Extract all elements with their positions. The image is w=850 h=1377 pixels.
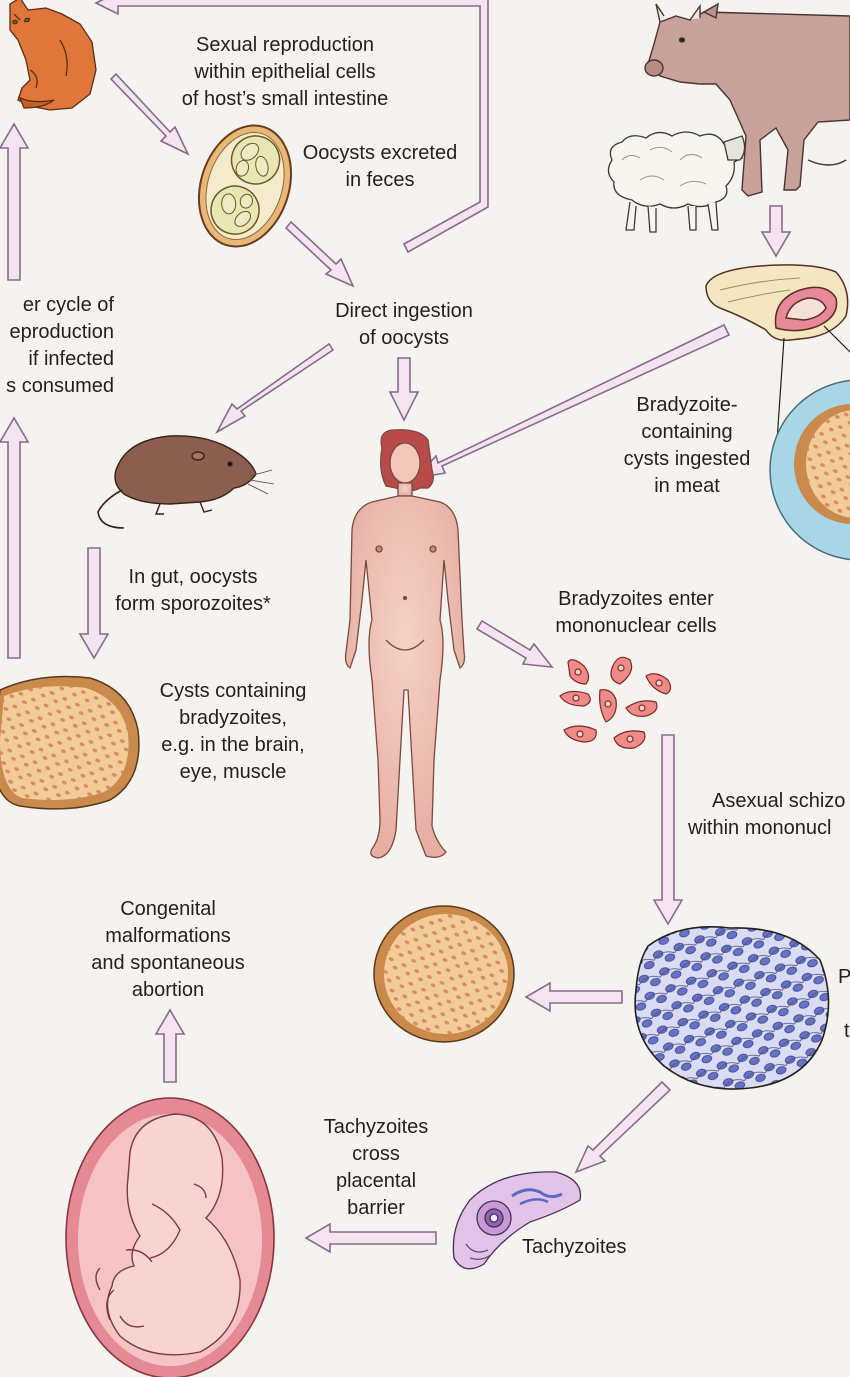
arrow-ingestion-to-human bbox=[388, 357, 420, 422]
arrow-up-left-upper bbox=[0, 122, 30, 281]
label-in-gut: In gut, oocysts form sporozoites* bbox=[115, 566, 271, 615]
arrow-ingestion-to-rodent bbox=[214, 342, 335, 435]
cow-icon bbox=[644, 2, 850, 197]
label-direct-ingestion: Direct ingestion of oocysts bbox=[335, 300, 473, 349]
arrow-human-to-bradyzoites bbox=[475, 619, 554, 668]
fetus-icon bbox=[65, 1097, 275, 1377]
cat-icon bbox=[9, 0, 97, 111]
arrow-bradyzoites-to-mass bbox=[652, 734, 684, 926]
label-cysts-containing: Cysts containing bradyzoites, e.g. in th… bbox=[159, 680, 307, 783]
tissue-cyst-icon bbox=[373, 905, 515, 1043]
arrow-fetus-to-congenital bbox=[154, 1008, 186, 1083]
arrow-cow-to-meat bbox=[760, 205, 792, 258]
meat-icon bbox=[705, 264, 849, 342]
tachyzoite-icon bbox=[452, 1171, 582, 1270]
sheep-icon bbox=[607, 131, 746, 233]
arrow-mass-to-cyst bbox=[524, 981, 623, 1013]
label-oocysts-excreted: Oocysts excreted in feces bbox=[302, 142, 458, 191]
label-another-cycle: er cycle of eproduction if infected s co… bbox=[6, 294, 114, 397]
arrow-tachyzoite-to-fetus bbox=[304, 1222, 437, 1254]
label-sexual-reproduction: Sexual reproduction within epithelial ce… bbox=[181, 34, 389, 110]
label-asexual: Asexual schizo within mononucl bbox=[688, 790, 846, 839]
label-tachyzoites-cross: Tachyzoites cross placental barrier bbox=[323, 1116, 429, 1219]
arrow-rodent-to-cyst bbox=[78, 547, 110, 660]
rodent-icon bbox=[97, 435, 275, 529]
label-bradyzoite-cysts: Bradyzoite- containing cysts ingested in… bbox=[623, 394, 751, 497]
tachyzoite-mass-icon bbox=[634, 926, 830, 1090]
label-proliferation-fragment: P t bbox=[838, 966, 850, 1042]
cyst-icon bbox=[0, 675, 140, 810]
bradyzoites-icon bbox=[559, 656, 672, 749]
arrow-cat-to-oocysts bbox=[109, 72, 190, 156]
oocyst-icon bbox=[197, 124, 293, 248]
arrow-oocysts-to-ingestion bbox=[284, 220, 355, 288]
label-congenital: Congenital malformations and spontaneous… bbox=[91, 898, 245, 1001]
magnified-cyst-icon bbox=[769, 379, 850, 561]
human-figure-icon bbox=[344, 429, 466, 859]
label-bradyzoites-enter: Bradyzoites enter mononuclear cells bbox=[555, 588, 717, 637]
label-tachyzoites: Tachyzoites bbox=[522, 1236, 627, 1258]
return-arrow-to-cat bbox=[94, 0, 489, 254]
arrow-mass-to-tachyzoite bbox=[574, 1080, 672, 1174]
arrow-up-left-lower bbox=[0, 416, 30, 659]
